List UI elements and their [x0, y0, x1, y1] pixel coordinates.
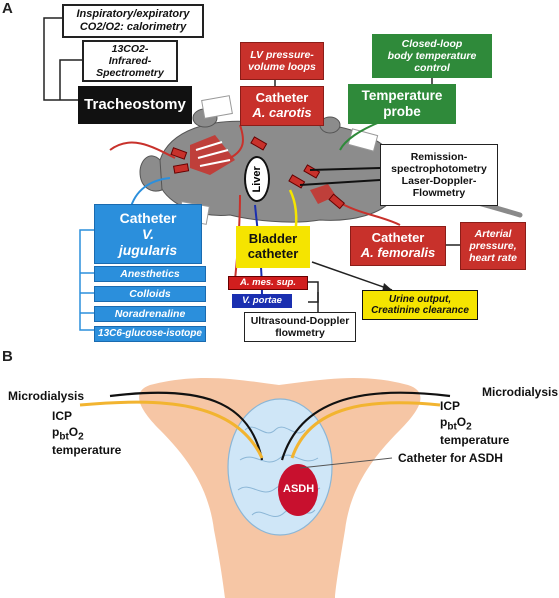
- microdialysis-right-label: Microdialysis: [482, 385, 559, 399]
- arterial-line3: heart rate: [469, 252, 517, 265]
- asdh-label: ASDH: [283, 483, 315, 495]
- pbto2-right-o: O: [456, 415, 467, 429]
- arterial-line2: pressure,: [469, 239, 517, 252]
- ir-line3: Spectrometry: [96, 67, 164, 80]
- carotis-line1: Catheter: [255, 90, 309, 106]
- pbto2-left-sub: bt: [59, 431, 69, 443]
- femoralis-box: Catheter A. femoralis: [350, 226, 446, 266]
- ir-line1: 13CO2-: [111, 42, 149, 55]
- jugularis-line1: Catheter: [119, 209, 177, 226]
- mes-sup-text: A. mes. sup.: [240, 276, 296, 288]
- temp-probe-line1: Temperature: [361, 88, 443, 104]
- pbto2-left-o: O: [68, 425, 79, 439]
- lv-loops-line2: volume loops: [248, 61, 316, 73]
- remission-line1: Remission-: [410, 150, 468, 163]
- calorimetry-line1: Inspiratory/expiratory: [76, 8, 190, 21]
- closed-loop-box: Closed-loop body temperature control: [372, 34, 492, 78]
- carotis-box: Catheter A. carotis: [240, 86, 324, 126]
- jugularis-line3: jugularis: [118, 242, 178, 259]
- temperature-left-label: temperature: [52, 443, 122, 457]
- pbto2-left-label: pbtO2: [52, 425, 84, 443]
- icp-right-label: ICP: [440, 399, 461, 413]
- ir-spectrometry-box: 13CO2- Infrared- Spectrometry: [82, 40, 178, 82]
- closed-loop-line2: body temperature: [387, 49, 477, 62]
- temp-probe-line2: probe: [383, 104, 421, 119]
- ir-line2: Infrared-: [108, 54, 152, 67]
- remission-line3: Laser-Doppler-: [401, 175, 477, 187]
- arterial-line1: Arterial: [474, 227, 512, 240]
- bladder-box: Bladder catheter: [236, 226, 310, 268]
- calorimetry-line2: CO2/O2: calorimetry: [79, 21, 187, 33]
- ultrasound-box: Ultrasound-Doppler flowmetry: [244, 312, 356, 342]
- urine-box: Urine output, Creatinine clearance: [362, 290, 478, 320]
- bladder-line2: catheter: [247, 246, 299, 261]
- jug-item-noradrenaline: Noradrenaline: [94, 306, 206, 322]
- remission-box: Remission- spectrophotometry Laser-Doppl…: [380, 144, 498, 206]
- panel-label-a: A: [2, 0, 13, 17]
- lv-loops-box: LV pressure- volume loops: [240, 42, 324, 80]
- jugularis-box: Catheter V. jugularis: [94, 204, 202, 264]
- panel-label-b: B: [2, 348, 13, 365]
- femoralis-line2: A. femoralis: [360, 245, 436, 260]
- pbto2-left-p: p: [52, 425, 60, 439]
- jug-item-colloids-text: Colloids: [129, 287, 171, 300]
- tracheostomy-box: Tracheostomy: [78, 86, 192, 124]
- v-portae-box: V. portae: [232, 294, 292, 308]
- jugularis-line2: V.: [142, 225, 154, 242]
- catheter-asdh-label: Catheter for ASDH: [398, 451, 503, 465]
- remission-line2: spectrophotometry: [391, 162, 487, 175]
- jug-item-anesthetics: Anesthetics: [94, 266, 206, 282]
- icp-left-label: ICP: [52, 409, 73, 423]
- arterial-box: Arterial pressure, heart rate: [460, 222, 526, 270]
- urine-line1: Urine output,: [388, 293, 452, 305]
- ultrasound-line1: Ultrasound-Doppler: [250, 314, 350, 327]
- jug-item-noradrenaline-text: Noradrenaline: [114, 307, 186, 320]
- jug-item-glucose-text: 13C6-glucose-isotope: [98, 328, 202, 340]
- ultrasound-line2: flowmetry: [275, 327, 325, 339]
- jug-item-colloids: Colloids: [94, 286, 206, 302]
- pbto2-right-label: pbtO2: [440, 415, 472, 433]
- temperature-right-label: temperature: [440, 433, 510, 447]
- closed-loop-line1: Closed-loop: [401, 37, 463, 50]
- pbto2-right-sub2: 2: [466, 421, 472, 433]
- calorimetry-box: Inspiratory/expiratory CO2/O2: calorimet…: [62, 4, 204, 38]
- mes-sup-box: A. mes. sup.: [228, 276, 308, 290]
- jug-item-glucose: 13C6-glucose-isotope: [94, 326, 206, 342]
- liver-label: Liver: [244, 156, 270, 202]
- bladder-line1: Bladder: [248, 231, 298, 247]
- v-portae-text: V. portae: [242, 294, 282, 306]
- microdialysis-left-label: Microdialysis: [8, 389, 85, 403]
- femoralis-line1: Catheter: [371, 230, 425, 246]
- jug-item-anesthetics-text: Anesthetics: [120, 267, 180, 280]
- carotis-line2: A. carotis: [252, 105, 312, 120]
- closed-loop-line3: control: [414, 62, 450, 75]
- pbto2-left-sub2: 2: [78, 431, 84, 443]
- pbto2-right-sub: bt: [447, 421, 457, 433]
- pbto2-right-p: p: [440, 415, 448, 429]
- temp-probe-box: Temperature probe: [348, 84, 456, 124]
- remission-line4: Flowmetry: [412, 187, 466, 200]
- lv-loops-line1: LV pressure-: [250, 48, 314, 61]
- urine-line2: Creatinine clearance: [371, 305, 469, 316]
